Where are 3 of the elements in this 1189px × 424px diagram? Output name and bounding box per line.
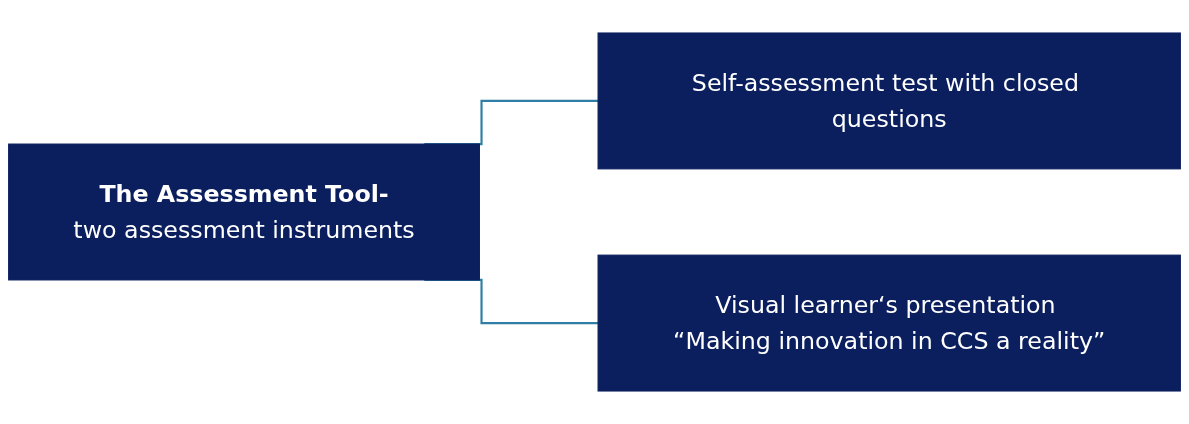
node-box: Visual learner‘s presentation “Making innovation in CCS a reality” [597, 254, 1181, 392]
node-box: Self-assessment test with closed questions [597, 32, 1181, 170]
node-box: The Assessment Tool- two assessment instruments [8, 143, 480, 281]
